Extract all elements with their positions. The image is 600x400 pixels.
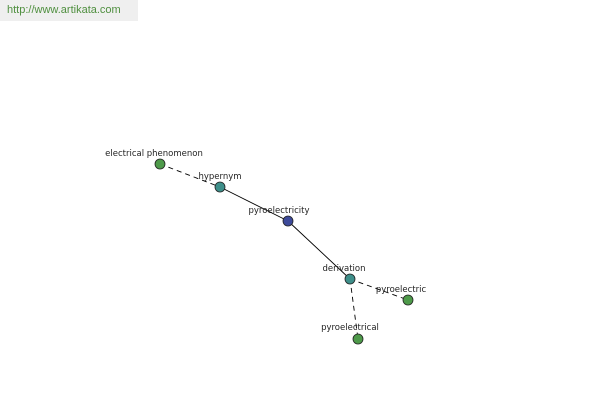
- node-derivation[interactable]: derivation: [322, 264, 366, 285]
- node-label-derivation: derivation: [322, 264, 365, 274]
- edges-layer: [159, 163, 409, 340]
- edge-derivation-to-pyroelectric: [349, 278, 409, 301]
- node-label-pyroelectrical: pyroelectrical: [321, 323, 379, 333]
- node-label-electrical-phenomenon: electrical phenomenon: [105, 149, 203, 159]
- node-circle-pyroelectrical[interactable]: [352, 333, 364, 345]
- node-electrical-phenomenon[interactable]: electrical phenomenon: [105, 149, 203, 170]
- edge-hypernym-to-pyroelectricity: [219, 186, 289, 222]
- edge-electrical-phenomenon-to-hypernym: [159, 163, 221, 188]
- node-circle-hypernym[interactable]: [214, 181, 226, 193]
- nodes-layer: electrical phenomenon hypernym pyroelectri…: [105, 149, 427, 345]
- node-label-pyroelectricity: pyroelectricity: [248, 206, 309, 216]
- node-circle-pyroelectricity[interactable]: [282, 215, 294, 227]
- node-pyroelectric[interactable]: pyroelectric: [376, 285, 427, 306]
- node-circle-electrical-phenomenon[interactable]: [154, 158, 166, 170]
- node-pyroelectricity[interactable]: pyroelectricity: [248, 206, 310, 227]
- edge-derivation-to-pyroelectrical: [349, 278, 359, 340]
- node-pyroelectrical[interactable]: pyroelectrical: [321, 323, 379, 345]
- node-circle-derivation[interactable]: [344, 273, 356, 285]
- node-hypernym[interactable]: hypernym: [198, 172, 242, 193]
- edge-pyroelectricity-to-derivation: [287, 220, 351, 280]
- node-label-pyroelectric: pyroelectric: [376, 285, 427, 295]
- watermark-url: http://www.artikata.com: [0, 0, 138, 21]
- node-label-hypernym: hypernym: [198, 172, 241, 182]
- node-circle-pyroelectric[interactable]: [402, 294, 414, 306]
